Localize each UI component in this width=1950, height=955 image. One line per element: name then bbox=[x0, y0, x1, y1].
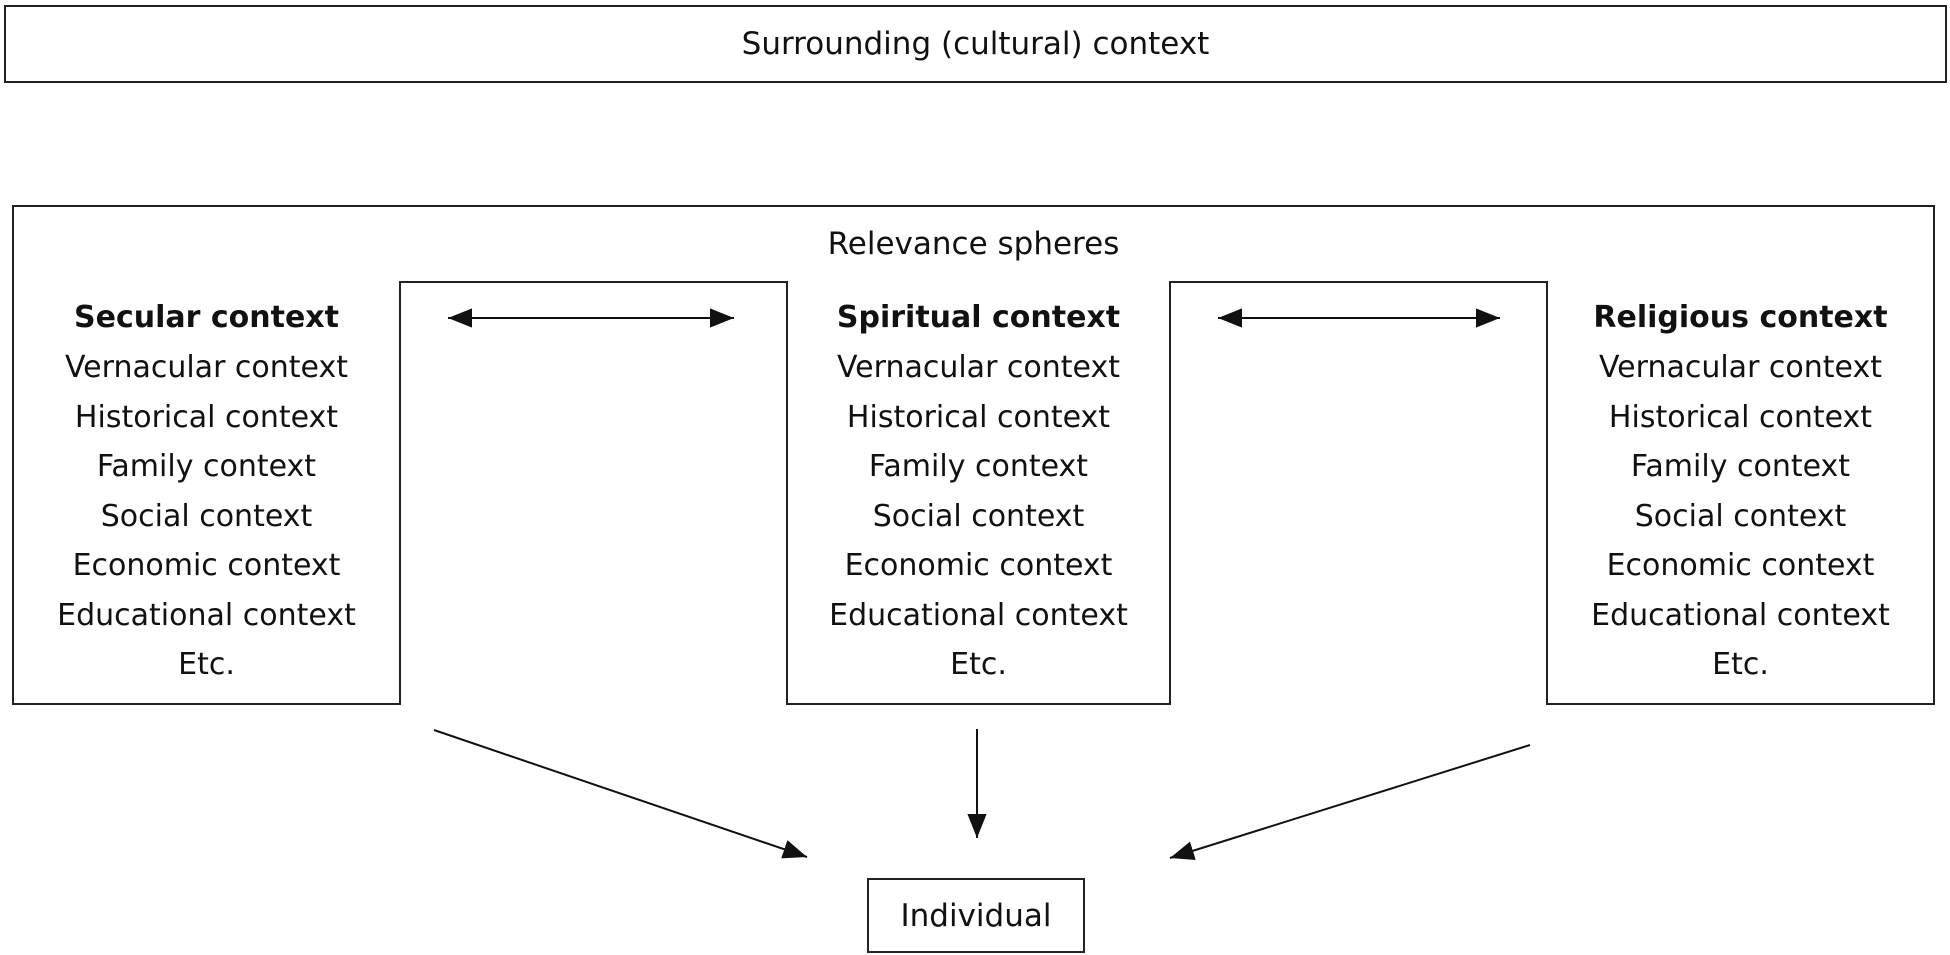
spiritual-context-item: Etc. bbox=[950, 647, 1007, 682]
secular-to-individual-arrow bbox=[433, 729, 808, 859]
religious-context-title: Religious context bbox=[1593, 300, 1888, 335]
spiritual-context-title: Spiritual context bbox=[836, 300, 1121, 335]
religious-to-individual-arrow bbox=[1169, 744, 1531, 860]
surrounding-context-box: Surrounding (cultural) context bbox=[4, 5, 1947, 83]
spiritual-context-item: Economic context bbox=[844, 548, 1113, 583]
individual-box: Individual bbox=[867, 878, 1085, 953]
religious-context-box: Religious context Vernacular context His… bbox=[1546, 281, 1935, 705]
religious-context-item: Vernacular context bbox=[1598, 350, 1883, 385]
relevance-spheres-box: Relevance spheres bbox=[12, 205, 1935, 283]
spiritual-context-item: Family context bbox=[868, 449, 1089, 484]
religious-context-item: Historical context bbox=[1608, 399, 1873, 435]
secular-context-item: Economic context bbox=[72, 548, 341, 583]
religious-context-item: Family context bbox=[1630, 449, 1851, 484]
religious-context-list: Vernacular context Historical context Fa… bbox=[1548, 343, 1933, 690]
secular-context-title: Secular context bbox=[74, 300, 339, 335]
spiritual-context-box: Spiritual context Vernacular context His… bbox=[786, 281, 1171, 705]
spiritual-context-item: Vernacular context bbox=[836, 350, 1121, 385]
secular-context-item: Educational context bbox=[57, 597, 356, 633]
spiritual-context-item: Historical context bbox=[846, 399, 1111, 435]
spiritual-context-list: Vernacular context Historical context Fa… bbox=[788, 343, 1169, 690]
secular-context-item: Social context bbox=[100, 498, 313, 534]
secular-context-list: Vernacular context Historical context Fa… bbox=[14, 343, 399, 690]
secular-context-item: Etc. bbox=[178, 647, 235, 682]
religious-context-item: Educational context bbox=[1591, 597, 1890, 633]
relevance-spheres-label: Relevance spheres bbox=[827, 226, 1120, 262]
religious-context-item: Economic context bbox=[1606, 548, 1875, 583]
religious-context-item: Etc. bbox=[1712, 647, 1769, 682]
individual-label: Individual bbox=[900, 897, 1052, 934]
secular-context-item: Vernacular context bbox=[64, 350, 349, 385]
religious-context-item: Social context bbox=[1634, 498, 1847, 534]
spiritual-context-item: Educational context bbox=[829, 597, 1128, 633]
secular-context-item: Family context bbox=[96, 449, 317, 484]
surrounding-context-label: Surrounding (cultural) context bbox=[741, 26, 1210, 62]
secular-context-item: Historical context bbox=[74, 399, 339, 435]
spiritual-context-item: Social context bbox=[872, 498, 1085, 534]
secular-context-box: Secular context Vernacular context Histo… bbox=[12, 281, 401, 705]
